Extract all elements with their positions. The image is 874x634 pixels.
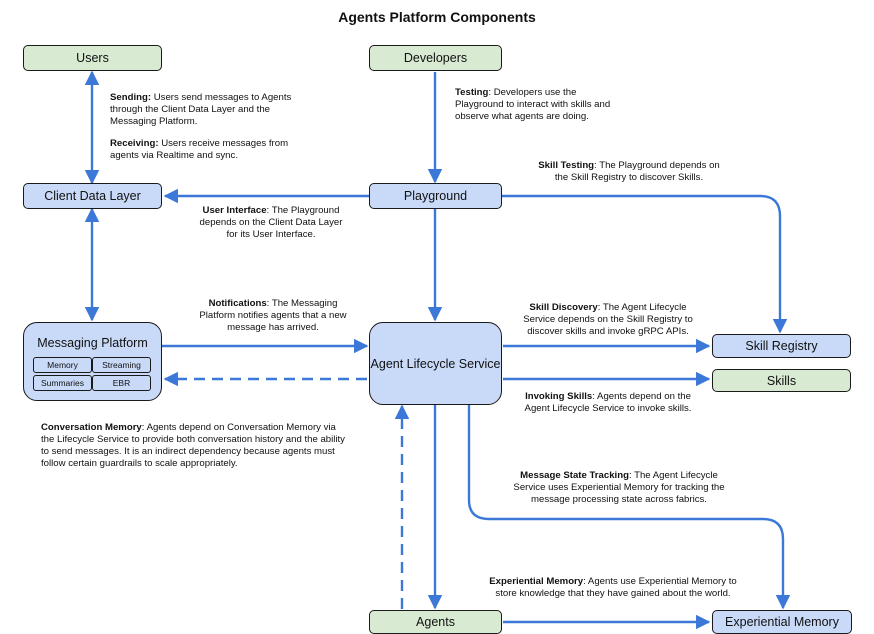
note-skill-discovery: Skill Discovery: The Agent Lifecycle Ser… bbox=[523, 302, 693, 337]
streaming-label: Streaming bbox=[102, 360, 141, 370]
skill-registry-node[interactable]: Skill Registry bbox=[712, 334, 851, 358]
playground-node[interactable]: Playground bbox=[369, 183, 502, 209]
ebr-component[interactable]: EBR bbox=[92, 375, 151, 391]
ebr-label: EBR bbox=[112, 378, 131, 388]
client-data-layer-label: Client Data Layer bbox=[44, 189, 141, 203]
note-receiving: Receiving: Users receive messages from a… bbox=[110, 138, 289, 161]
edge-playground-skillregistry bbox=[502, 194, 788, 334]
diagram-title: Agents Platform Components bbox=[338, 9, 536, 25]
agent-lifecycle-service-node[interactable]: Agent Lifecycle Service bbox=[369, 322, 502, 405]
agent-lifecycle-service-label: Agent Lifecycle Service bbox=[370, 356, 501, 371]
skill-registry-label: Skill Registry bbox=[745, 339, 818, 353]
note-message-state-tracking: Message State Tracking: The Agent Lifecy… bbox=[513, 470, 725, 505]
agents-label: Agents bbox=[416, 615, 455, 629]
edge-lifecycle-experiential bbox=[467, 405, 791, 610]
users-node[interactable]: Users bbox=[23, 45, 162, 71]
users-label: Users bbox=[76, 51, 109, 65]
client-data-layer-node[interactable]: Client Data Layer bbox=[23, 183, 162, 209]
experiential-memory-label: Experiential Memory bbox=[725, 615, 839, 629]
developers-node[interactable]: Developers bbox=[369, 45, 502, 71]
developers-label: Developers bbox=[403, 51, 468, 65]
note-invoking-skills: Invoking Skills: Agents depend on the Ag… bbox=[524, 391, 692, 414]
note-user-interface: User Interface: The Playground depends o… bbox=[199, 205, 343, 240]
memory-component[interactable]: Memory bbox=[33, 357, 92, 373]
messaging-platform-label: Messaging Platform bbox=[37, 336, 148, 350]
memory-label: Memory bbox=[47, 360, 78, 370]
skills-label: Skills bbox=[766, 373, 797, 388]
note-notifications: Notifications: The Messaging Platform no… bbox=[199, 298, 347, 333]
note-conversation-memory: Conversation Memory: Agents depend on Co… bbox=[41, 422, 345, 469]
experiential-memory-node[interactable]: Experiential Memory bbox=[712, 610, 852, 634]
note-testing: Testing: Developers use the Playground t… bbox=[455, 87, 611, 122]
streaming-component[interactable]: Streaming bbox=[92, 357, 151, 373]
summaries-component[interactable]: Summaries bbox=[33, 375, 92, 391]
note-skill-testing: Skill Testing: The Playground depends on… bbox=[538, 160, 720, 183]
summaries-label: Summaries bbox=[41, 378, 84, 388]
agents-node[interactable]: Agents bbox=[369, 610, 502, 634]
skills-node[interactable]: Skills bbox=[712, 369, 851, 392]
playground-label: Playground bbox=[403, 189, 468, 203]
note-sending: Sending: Users send messages to Agents t… bbox=[110, 92, 292, 127]
note-experiential-memory: Experiential Memory: Agents use Experien… bbox=[489, 576, 737, 599]
